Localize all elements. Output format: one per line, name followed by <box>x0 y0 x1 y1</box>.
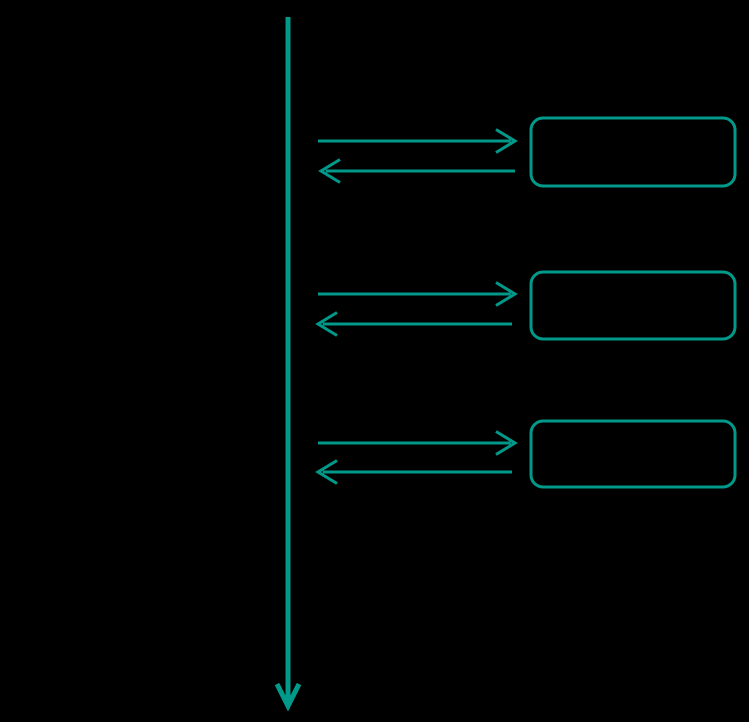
participant-box-background <box>531 118 735 186</box>
participant-box-background <box>531 421 735 487</box>
participant-box-outline <box>529 116 737 188</box>
participant-box-2[interactable] <box>529 270 737 341</box>
arrowhead-left-icon <box>315 459 338 485</box>
actor-lifeline <box>274 17 302 712</box>
participant-box-outline <box>529 270 737 341</box>
arrowhead-right-icon <box>495 281 518 307</box>
lifeline-arrowhead-down-icon <box>274 682 302 712</box>
message-2-request[interactable] <box>318 281 518 307</box>
participant-box-3[interactable] <box>529 419 737 489</box>
message-1-request[interactable] <box>318 128 518 154</box>
message-2-response[interactable] <box>315 311 512 337</box>
participant-box-background <box>531 272 735 339</box>
participant-box-outline <box>529 419 737 489</box>
arrowhead-right-icon <box>495 128 518 154</box>
participant-box-1[interactable] <box>529 116 737 188</box>
message-1-response[interactable] <box>318 158 515 184</box>
arrowhead-left-icon <box>315 311 338 337</box>
message-3-response[interactable] <box>315 459 512 485</box>
message-3-request[interactable] <box>318 430 518 456</box>
arrowhead-right-icon <box>495 430 518 456</box>
arrowhead-left-icon <box>318 158 341 184</box>
